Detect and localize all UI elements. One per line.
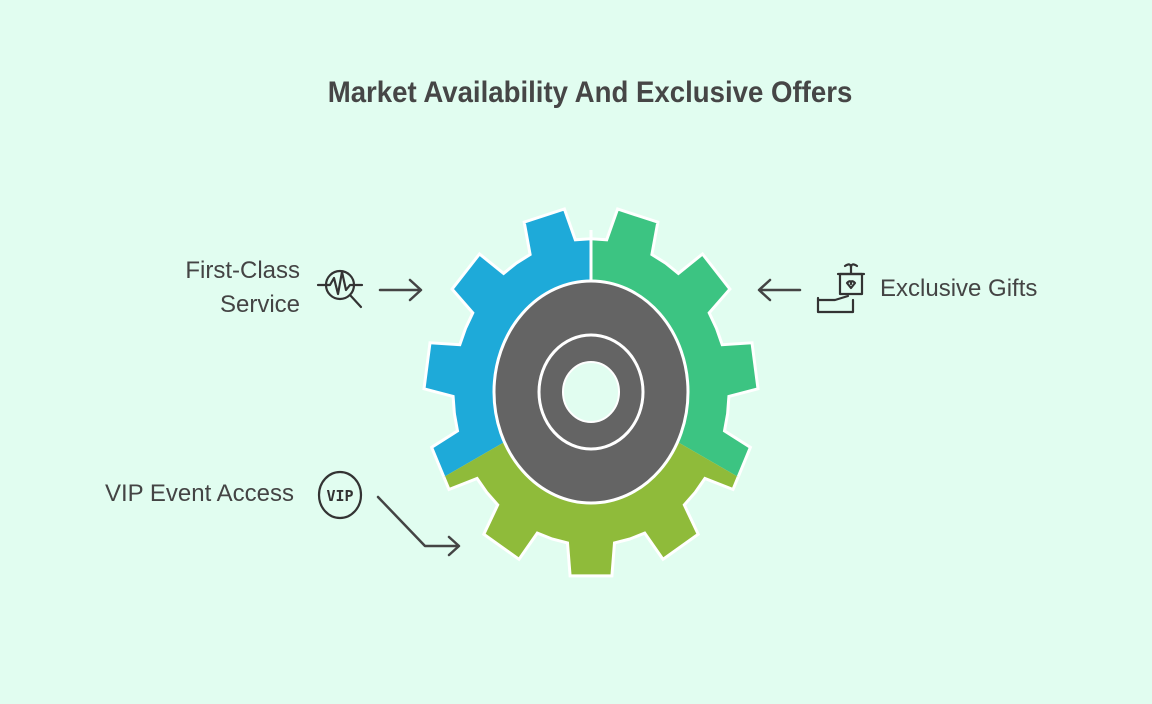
label-line: Service [219,291,300,318]
arrow-left-icon [757,278,802,302]
label-exclusive-gifts: Exclusive Gifts [880,275,1038,302]
hub-hole [562,361,620,423]
diagram-title: Market Availability And Exclusive Offers [327,76,853,109]
vip-badge-icon [317,470,363,520]
service-quality-search-icon [316,269,364,309]
gift-hand-icon [816,263,866,314]
label-vip-event-access: VIP Event Access [105,480,294,507]
vip-badge-text: VIP [326,487,353,505]
arrow-right-icon [378,278,423,302]
label-first-class-service: First-Class Service [160,254,300,322]
hub-inner-ring [537,333,645,451]
arrow-bend-icon [376,495,461,557]
label-line: First-Class [185,257,300,284]
